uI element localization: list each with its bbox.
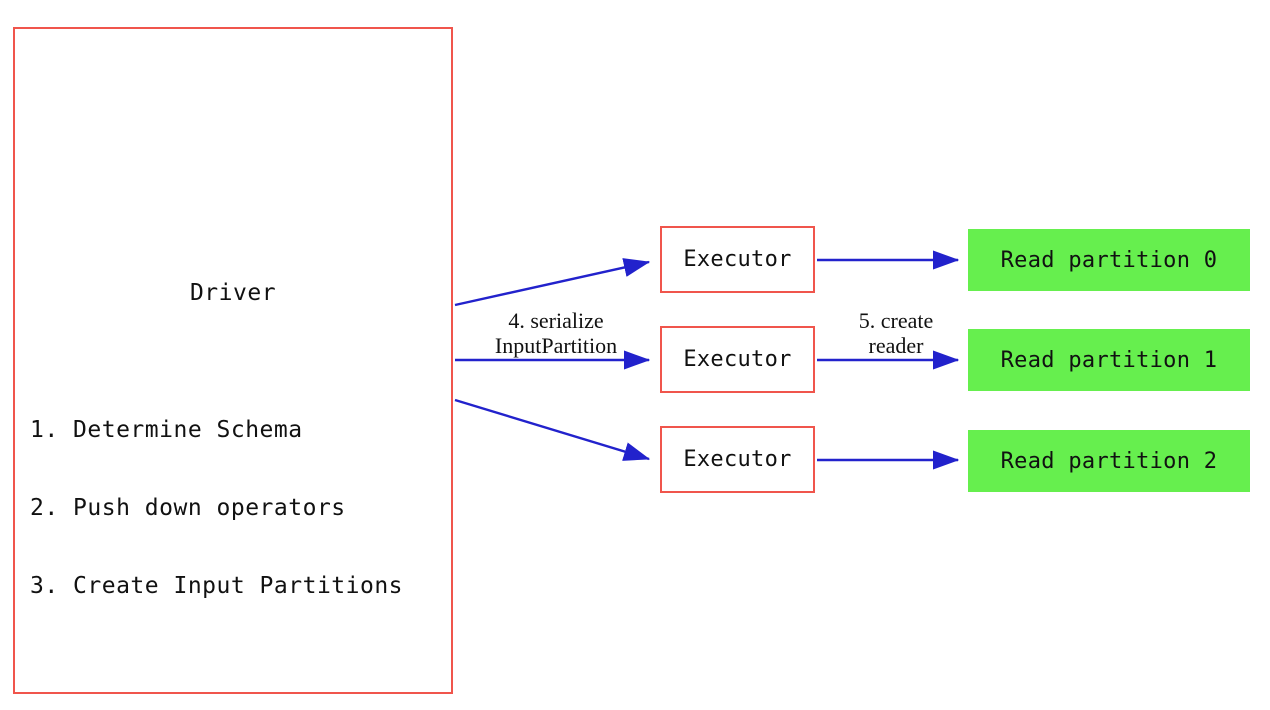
executor-box-1: Executor	[660, 326, 815, 393]
edge-label-serialize: 4. serialize InputPartition	[468, 308, 644, 358]
driver-step-1: 1. Determine Schema	[30, 417, 303, 443]
edge-label-serialize-line1: 4. serialize	[508, 308, 604, 333]
executor-box-0: Executor	[660, 226, 815, 293]
executor-box-2: Executor	[660, 426, 815, 493]
read-partition-box-2: Read partition 2	[968, 430, 1250, 492]
edge-label-create-reader-line1: 5. create	[858, 308, 934, 333]
driver-title: Driver	[189, 280, 277, 306]
edge-label-serialize-line2: InputPartition	[494, 333, 618, 358]
edge-label-create-reader-line2: reader	[868, 333, 924, 358]
driver-steps-list: 1. Determine Schema 2. Push down operato…	[30, 365, 403, 651]
driver-step-3: 3. Create Input Partitions	[30, 573, 404, 599]
arrow-driver-to-executor-2	[454, 398, 651, 461]
arrow-driver-to-executor-0	[454, 258, 651, 307]
driver-step-2: 2. Push down operators	[30, 495, 346, 521]
driver-box: Driver 1. Determine Schema 2. Push down …	[13, 27, 453, 694]
read-partition-box-1: Read partition 1	[968, 329, 1250, 391]
read-partition-box-0: Read partition 0	[968, 229, 1250, 291]
edge-label-create-reader: 5. create reader	[830, 308, 962, 358]
